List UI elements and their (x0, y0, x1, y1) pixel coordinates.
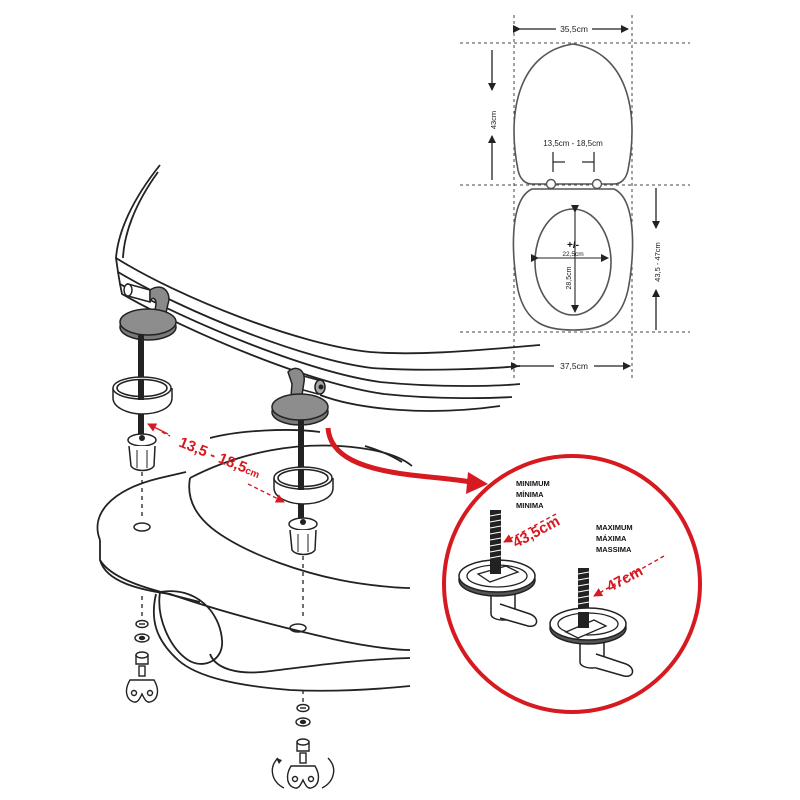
dashed-guides (460, 15, 690, 380)
lid-outline (513, 43, 633, 185)
toilet-bowl (96, 429, 413, 692)
anchor-left (127, 433, 157, 472)
hinge-left (119, 283, 177, 341)
seat-hole-outline (534, 208, 612, 316)
rotate-arrow-icon (276, 758, 282, 764)
ring-length-label: 43,5 - 47cm (653, 242, 662, 282)
hinge-right (271, 367, 329, 426)
max-label-it: MASSIMA (596, 545, 632, 554)
lid-length-label: 43cm (489, 111, 498, 129)
ring-width-label: 37,5cm (560, 361, 588, 371)
detail-callout: MINIMUM MÍNIMA MINIMA 43,5cm MAXIMUM MÁX… (442, 454, 702, 714)
bottom-fixing-left (125, 619, 159, 703)
min-label-it: MINIMA (516, 501, 544, 510)
hole-width-label: 22,5cm (562, 251, 583, 258)
hinge-left-icon (545, 178, 557, 190)
bottom-fixing-right (271, 703, 335, 789)
hole-length-label: 28,5cm (566, 266, 573, 289)
callout-arrow (325, 427, 473, 485)
hinge-max-position (549, 568, 634, 677)
axis-lines (141, 472, 304, 712)
lid-width-label: 35,5cm (560, 24, 588, 34)
hinge-span-label: 13,5cm - 18,5cm (543, 139, 603, 148)
plus-minus-label: +/- (567, 240, 579, 251)
seat-lid-exploded (115, 164, 541, 412)
min-label-es: MÍNIMA (516, 490, 544, 499)
min-label-en: MINIMUM (516, 479, 550, 488)
hinge-right-icon (591, 178, 603, 190)
detail-circle (442, 454, 702, 714)
dimension-drawing: 35,5cm 43cm 13,5cm - 18,5cm +/- 22,5cm 2… (460, 15, 690, 380)
callout-arrow-head-icon (466, 472, 488, 494)
hinge-min-position (458, 510, 538, 627)
rubber-rings (112, 376, 334, 505)
max-label-es: MÁXIMA (596, 534, 627, 543)
max-label-en: MAXIMUM (596, 523, 633, 532)
anchor-right (288, 517, 318, 556)
hole-distance-value: 13,5 - 18,5cm (177, 434, 263, 482)
